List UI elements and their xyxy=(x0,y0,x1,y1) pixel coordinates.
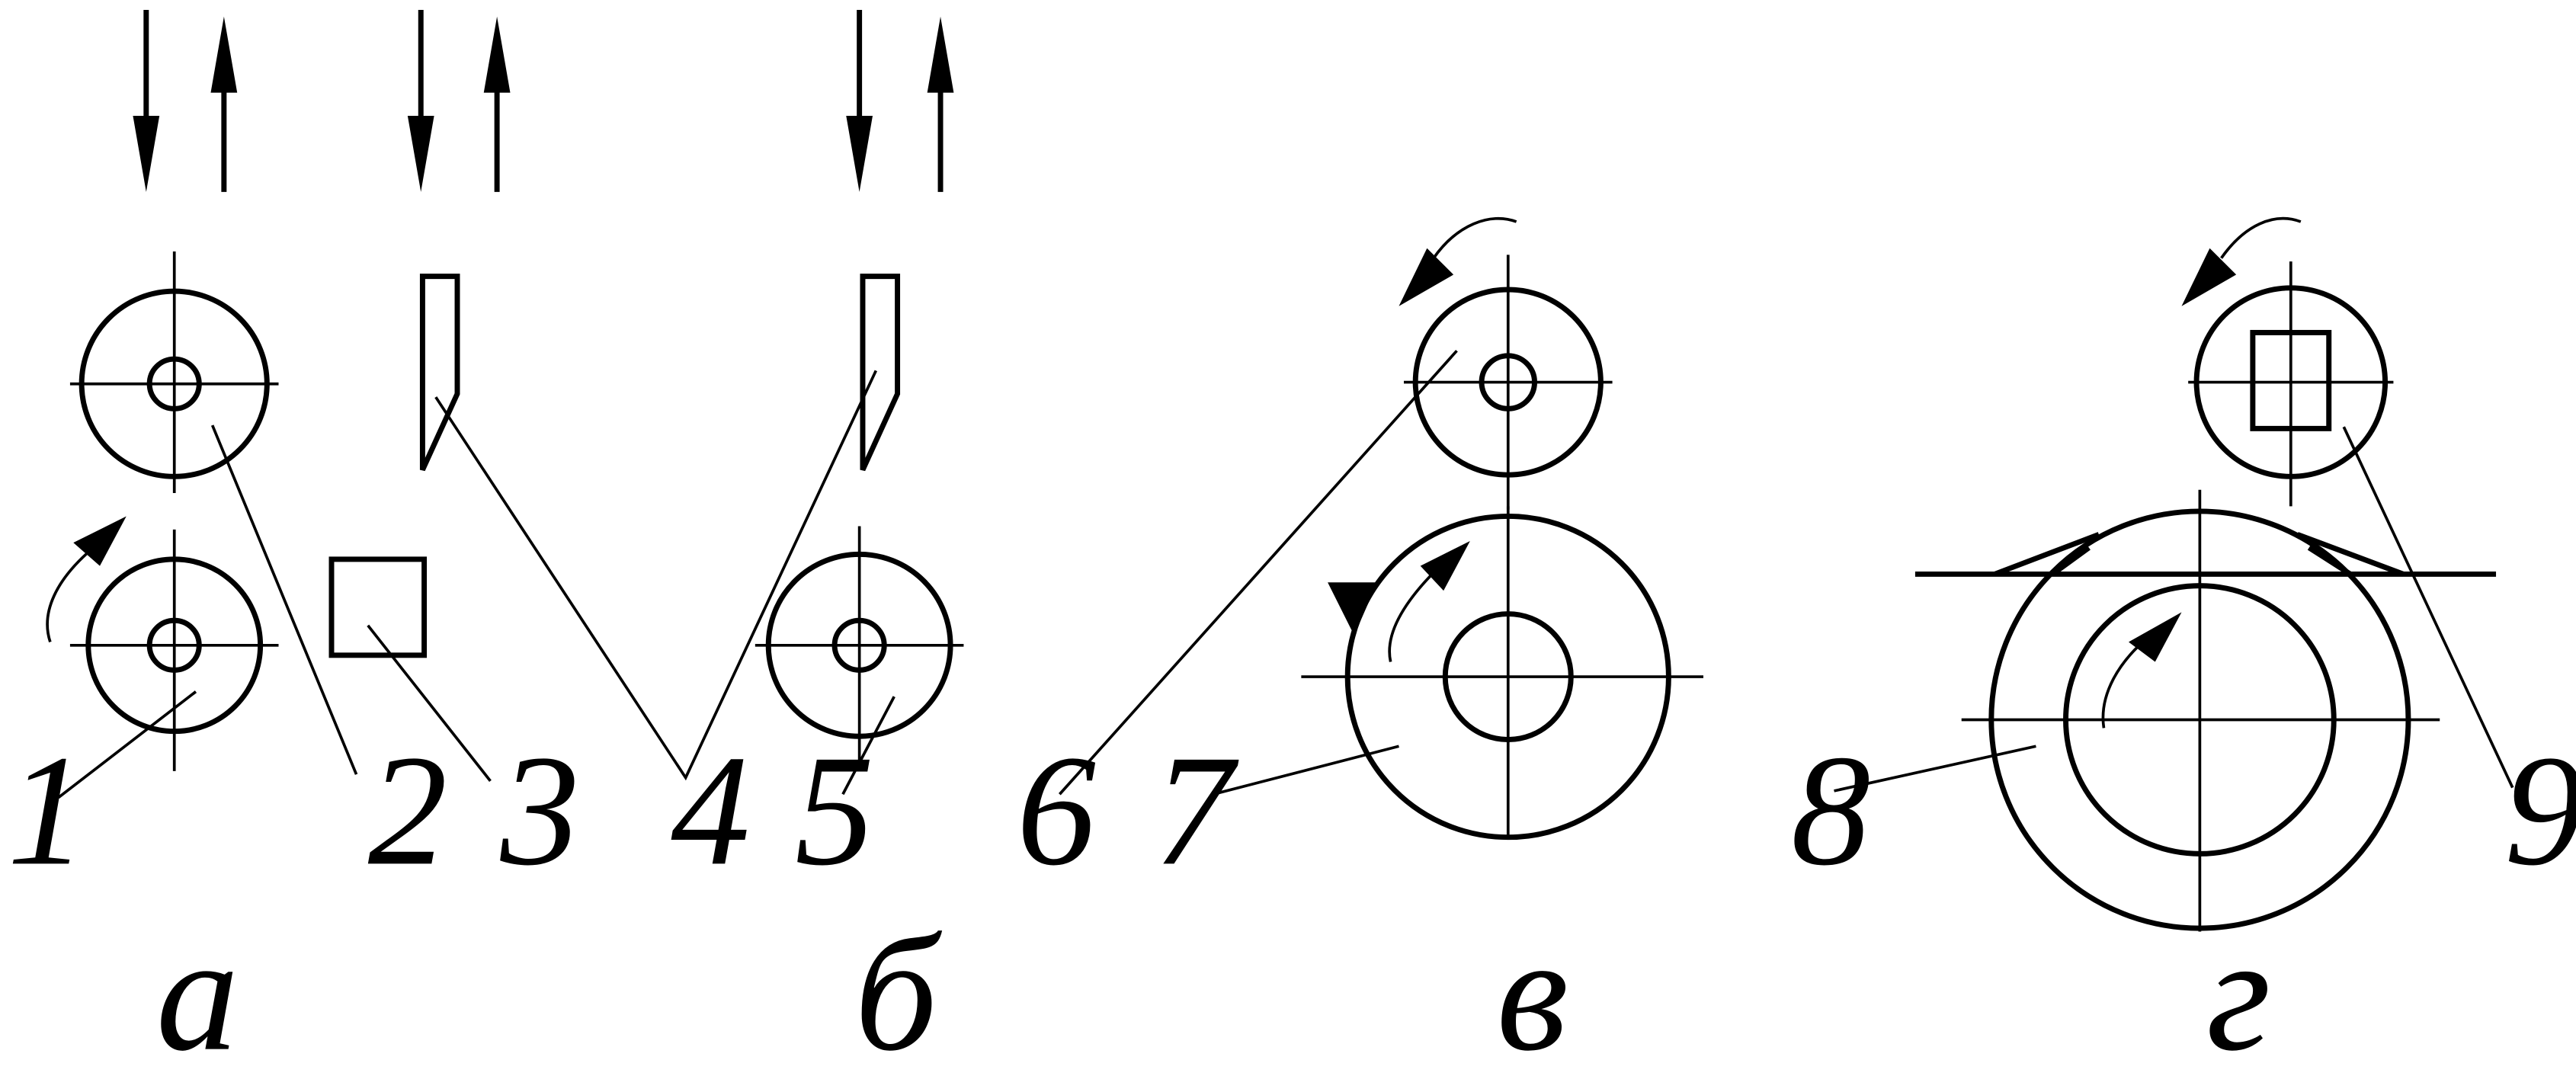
label-6: 6 xyxy=(1017,722,1096,898)
panel-label-a: а xyxy=(156,902,239,1072)
label-7: 7 xyxy=(1154,722,1239,898)
right-knife xyxy=(860,274,901,472)
up-arrow-icon xyxy=(483,16,511,192)
label-4: 4 xyxy=(671,722,750,898)
leader-9 xyxy=(2342,426,2514,789)
down-arrow-icon xyxy=(846,10,873,192)
roller-9 xyxy=(2188,261,2394,507)
rotation-arrow-icon xyxy=(2101,612,2182,729)
label-5: 5 xyxy=(795,722,874,898)
feed-arrows-a xyxy=(133,10,238,192)
label-3: 3 xyxy=(499,722,579,898)
roller-6 xyxy=(1403,255,1613,510)
leader-8 xyxy=(1834,745,2036,793)
leader-4 xyxy=(434,370,878,781)
label-1: 1 xyxy=(7,722,86,898)
down-arrow-icon xyxy=(133,10,160,192)
feed-arrows-b-right xyxy=(846,10,954,192)
panel-label-b: б xyxy=(854,902,943,1072)
up-arrow-icon xyxy=(210,16,238,192)
panel-label-v: в xyxy=(1497,902,1568,1072)
leader-lines xyxy=(57,350,2514,799)
rotation-arrow-icon xyxy=(1388,541,1470,662)
rotation-arrow-icon xyxy=(2181,216,2302,306)
leader-1 xyxy=(57,690,197,799)
leader-3 xyxy=(367,624,492,782)
drum-8 xyxy=(1961,489,2440,932)
leader-5 xyxy=(841,696,896,796)
rotation-arrow-icon xyxy=(46,516,127,643)
label-8: 8 xyxy=(1791,722,1870,898)
feed-arrows-b-left xyxy=(407,10,511,192)
rotation-arrow-icon xyxy=(1399,216,1517,306)
roller-5 xyxy=(755,526,964,771)
panel-label-g: г xyxy=(2206,902,2271,1072)
up-arrow-icon xyxy=(927,16,954,192)
upper-roller-2 xyxy=(69,251,279,494)
leader-7 xyxy=(1213,745,1399,796)
label-2: 2 xyxy=(368,722,447,898)
leader-6 xyxy=(1058,350,1458,796)
cutter-tooth-icon xyxy=(1328,582,1378,636)
workpiece-3 xyxy=(328,556,428,658)
down-arrow-icon xyxy=(407,10,434,192)
left-knife xyxy=(419,274,460,472)
wheel-7 xyxy=(1301,506,1703,841)
lower-roller-1 xyxy=(69,529,279,771)
leader-2 xyxy=(210,424,358,775)
label-9: 9 xyxy=(2504,722,2576,898)
